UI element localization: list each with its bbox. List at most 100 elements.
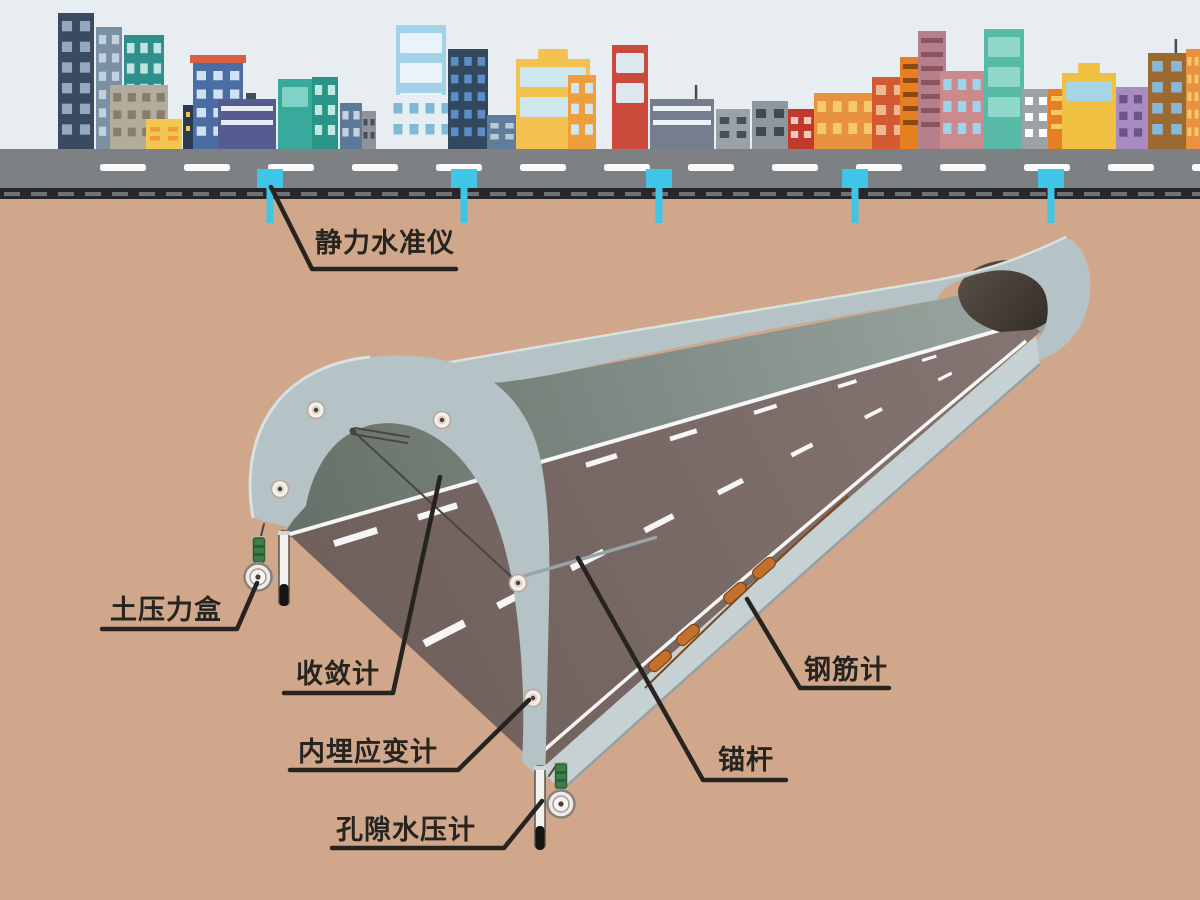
- sensor-band: [253, 553, 265, 556]
- window: [585, 83, 593, 94]
- window-bar: [903, 78, 921, 83]
- window: [363, 132, 368, 139]
- window: [464, 74, 472, 84]
- tie-dash: [382, 192, 398, 196]
- bolt-center: [277, 486, 283, 492]
- window: [773, 127, 785, 136]
- building: [448, 49, 488, 149]
- street-surface: [0, 149, 1200, 190]
- window: [893, 105, 905, 115]
- rod-cap: [534, 766, 546, 770]
- leader-embedded-strain: [287, 697, 532, 773]
- window: [464, 109, 472, 119]
- window: [393, 124, 403, 135]
- street: [0, 149, 1200, 199]
- window: [1187, 109, 1192, 119]
- window: [425, 103, 435, 114]
- building: [814, 93, 876, 149]
- window: [450, 127, 459, 137]
- tie-dash: [1138, 192, 1154, 196]
- anchor-rod: [516, 535, 658, 580]
- lane-dash: [332, 526, 379, 547]
- window: [196, 71, 206, 81]
- lane-dash: [863, 407, 883, 420]
- window: [755, 127, 767, 136]
- tie-dash: [1192, 192, 1200, 196]
- building: [1148, 39, 1186, 149]
- window: [755, 109, 767, 118]
- leader-static-level: [268, 184, 459, 272]
- sensor-stem: [851, 186, 859, 223]
- window-bar: [921, 52, 943, 57]
- label-anchor-bolt: 锚杆: [718, 745, 774, 776]
- window: [230, 89, 240, 99]
- window: [149, 127, 161, 132]
- ledge-outer-edge: [561, 363, 1041, 791]
- window: [1152, 124, 1163, 135]
- tie-dash: [733, 192, 749, 196]
- convergence-wire-short-1: [354, 427, 410, 438]
- window: [863, 101, 873, 112]
- window: [61, 103, 73, 114]
- building: [110, 85, 168, 149]
- static-level-sensor-icon: [646, 169, 672, 223]
- window: [1171, 61, 1182, 72]
- building: [146, 119, 182, 149]
- street-dash: [1192, 164, 1200, 171]
- window: [585, 103, 593, 114]
- window: [98, 90, 107, 100]
- tie-dash: [841, 192, 857, 196]
- green-sensor-body: [252, 537, 266, 563]
- window: [79, 21, 91, 32]
- window: [1119, 95, 1128, 104]
- leader-pore-water: [329, 798, 545, 851]
- window: [790, 131, 799, 138]
- building-roof-bump: [538, 49, 568, 59]
- sensor-head: [842, 169, 868, 188]
- rebar-wire: [644, 495, 849, 689]
- window: [848, 123, 858, 134]
- lane-dash: [937, 371, 953, 382]
- window: [1171, 103, 1182, 114]
- window: [477, 57, 486, 66]
- building: [1062, 63, 1116, 149]
- gauge-center: [255, 574, 261, 580]
- tie-dash: [1003, 192, 1019, 196]
- window-bar: [653, 120, 711, 125]
- label-convergence: 收敛计: [296, 658, 380, 690]
- tie-dash: [922, 192, 938, 196]
- window: [126, 63, 135, 74]
- window-bar: [921, 94, 943, 99]
- window: [140, 43, 148, 54]
- building-body: [340, 103, 362, 149]
- earth-pressure-cell: [243, 523, 275, 592]
- sensor-band: [555, 771, 567, 774]
- window: [111, 35, 120, 45]
- window: [875, 105, 887, 115]
- tie-dash: [4, 192, 20, 196]
- tie-dash: [436, 192, 452, 196]
- building: [568, 75, 596, 149]
- street-dash: [1108, 164, 1154, 171]
- building: [362, 111, 376, 149]
- window: [490, 134, 499, 140]
- window-bar: [903, 120, 921, 125]
- window: [450, 57, 459, 66]
- tie-dash: [787, 192, 803, 196]
- window: [1187, 57, 1192, 66]
- window: [943, 101, 952, 112]
- tie-dash: [274, 192, 290, 196]
- glass-pane: [282, 87, 308, 107]
- building: [788, 109, 814, 149]
- label-pore-water: 孔隙水压计: [336, 815, 476, 846]
- window: [817, 101, 827, 112]
- ring-highlight: [248, 355, 371, 519]
- tie-dash: [679, 192, 695, 196]
- window: [1152, 103, 1163, 114]
- callout-labels: 静力水准仪 土压力盒 收敛计 内埋应变计 孔隙水压计 锚杆 钢筋计: [110, 228, 887, 846]
- tie-dash: [85, 192, 101, 196]
- window: [490, 123, 499, 129]
- window: [156, 110, 165, 119]
- leader-convergence: [281, 474, 443, 696]
- window: [98, 108, 107, 118]
